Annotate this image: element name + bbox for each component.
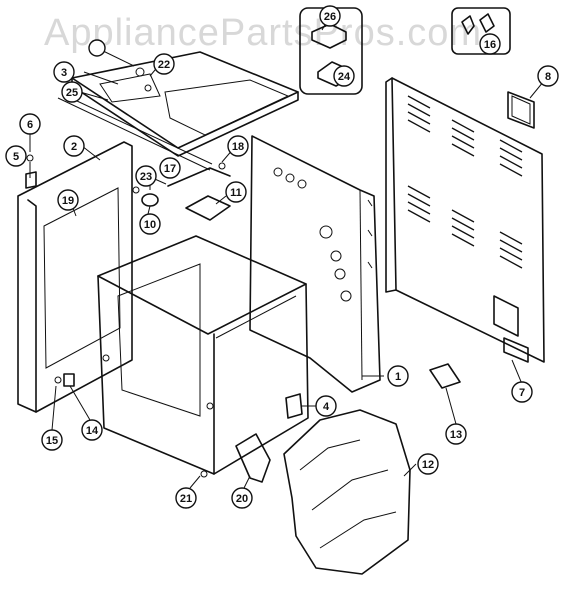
callout-3: 3	[53, 61, 75, 83]
vent-cover	[507, 91, 535, 129]
callout-23: 23	[135, 165, 157, 187]
svg-text:10: 10	[144, 219, 156, 231]
svg-text:8: 8	[545, 71, 551, 83]
callout-4: 4	[315, 395, 337, 417]
svg-text:13: 13	[450, 429, 462, 441]
callout-12: 12	[417, 453, 439, 475]
svg-text:12: 12	[422, 459, 434, 471]
svg-text:20: 20	[236, 493, 248, 505]
top-cover-panel	[57, 51, 299, 171]
clip-detail-box	[451, 7, 511, 55]
callout-14: 14	[81, 419, 103, 441]
callout-2: 2	[63, 135, 85, 157]
svg-text:18: 18	[232, 141, 244, 153]
svg-text:24: 24	[338, 71, 351, 83]
svg-text:22: 22	[158, 59, 170, 71]
insulation-blanket	[283, 409, 411, 575]
callout-24: 24	[333, 65, 355, 87]
callout-26: 26	[319, 5, 341, 27]
svg-text:21: 21	[180, 493, 192, 505]
watermark-text: AppliancePartsPros.com	[44, 12, 482, 54]
svg-text:2: 2	[71, 141, 77, 153]
callout-8: 8	[537, 65, 559, 87]
hinge-bracket	[285, 393, 303, 419]
callout-22: 22	[153, 53, 175, 75]
svg-text:17: 17	[164, 163, 176, 175]
callout-7: 7	[511, 381, 533, 403]
svg-text:23: 23	[140, 171, 152, 183]
callout-16: 16	[479, 33, 501, 55]
callout-5: 5	[5, 145, 27, 167]
svg-text:15: 15	[46, 435, 58, 447]
screws	[25, 154, 226, 478]
hinge-receiver-right	[429, 363, 461, 389]
callout-25: 25	[61, 81, 83, 103]
front-frame	[17, 141, 133, 413]
svg-text:11: 11	[230, 187, 242, 199]
callout-21: 21	[175, 487, 197, 509]
callout-18: 18	[227, 135, 249, 157]
side-panel	[249, 135, 381, 393]
rear-panel	[385, 77, 545, 363]
callout-19: 19	[57, 189, 79, 211]
svg-text:25: 25	[66, 87, 78, 99]
svg-text:16: 16	[484, 39, 496, 51]
svg-text:4: 4	[323, 401, 330, 413]
callout-20: 20	[231, 487, 253, 509]
svg-text:3: 3	[61, 67, 67, 79]
callout-17: 17	[159, 157, 181, 179]
svg-text:7: 7	[519, 387, 525, 399]
callout-13: 13	[445, 423, 467, 445]
svg-text:6: 6	[27, 119, 33, 131]
svg-text:26: 26	[324, 11, 336, 23]
svg-text:1: 1	[395, 371, 401, 383]
callout-15: 15	[41, 429, 63, 451]
svg-text:5: 5	[13, 151, 19, 163]
callout-6: 6	[19, 113, 41, 135]
callout-10: 10	[139, 213, 161, 235]
callout-11: 11	[225, 181, 247, 203]
hinge-receiver-left	[235, 433, 271, 483]
svg-text:14: 14	[86, 425, 99, 437]
callout-1: 1	[387, 365, 409, 387]
callout-blank	[88, 39, 106, 57]
svg-text:19: 19	[62, 195, 74, 207]
oven-liner	[97, 235, 309, 475]
